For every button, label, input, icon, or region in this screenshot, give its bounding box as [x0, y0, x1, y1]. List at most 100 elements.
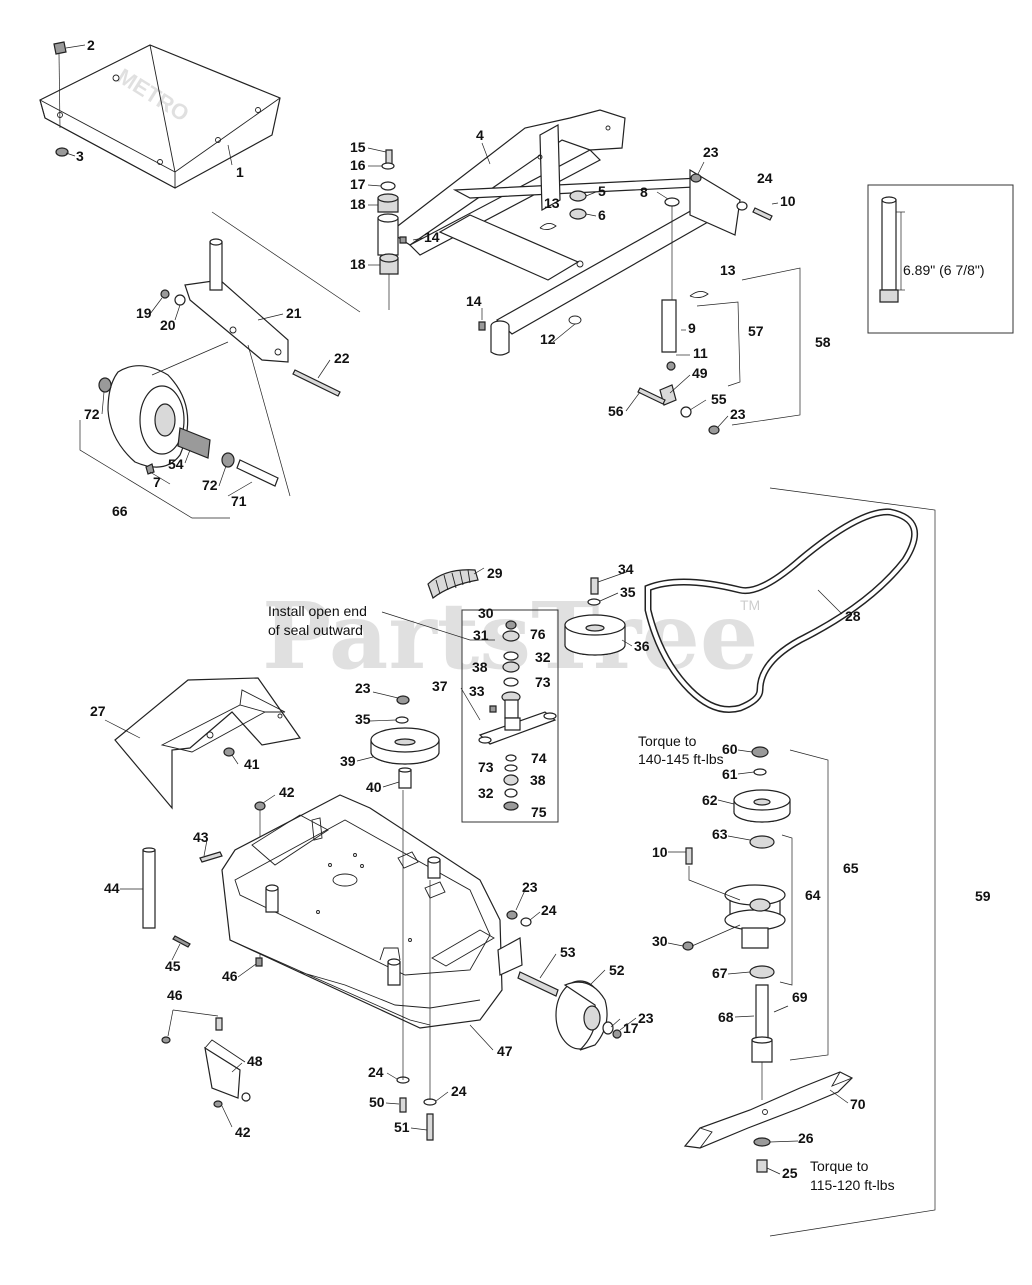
label-part-56: 56	[608, 403, 624, 419]
bushing-6	[569, 208, 587, 220]
clip-12	[568, 315, 582, 325]
label-part-24c: 24	[368, 1064, 384, 1080]
label-part-7: 7	[153, 474, 161, 490]
label-part-20: 20	[160, 317, 176, 333]
label-part-17a: 17	[350, 176, 366, 192]
label-part-35a: 35	[620, 584, 636, 600]
label-part-28: 28	[845, 608, 861, 624]
wheel-spacer-right	[221, 452, 235, 468]
bushing-5	[569, 190, 587, 202]
mower-blade	[683, 1071, 854, 1149]
bearing-38b	[503, 774, 519, 786]
washer-17	[380, 181, 396, 191]
caster-washer	[174, 294, 186, 306]
nut-42-top	[254, 801, 266, 811]
label-part-54: 54	[168, 456, 184, 472]
spacer-40	[398, 769, 412, 789]
label-part-16: 16	[350, 157, 366, 173]
label-part-60: 60	[722, 741, 738, 757]
label-part-6: 6	[598, 207, 606, 223]
washer-26	[753, 1137, 771, 1147]
bolt-46-bracket	[215, 1017, 223, 1031]
label-part-52: 52	[609, 962, 625, 978]
label-part-61: 61	[722, 766, 738, 782]
label-part-38b: 38	[530, 772, 546, 788]
nut-42-bracket	[213, 1100, 223, 1108]
hood-clip	[53, 41, 67, 55]
torque-bottom-line-2: 115-120 ft-lbs	[810, 1177, 895, 1193]
nut-23-pulley	[396, 695, 410, 705]
label-part-55: 55	[711, 391, 727, 407]
label-part-73b: 73	[478, 759, 494, 775]
washer-35-idler	[587, 598, 601, 606]
deck-wheel-axle	[517, 971, 559, 997]
washer-74	[505, 754, 517, 762]
label-part-72b: 72	[202, 477, 218, 493]
label-part-34: 34	[618, 561, 634, 577]
label-part-24d: 24	[451, 1083, 467, 1099]
height-rod	[661, 299, 677, 353]
seal-31	[502, 630, 520, 642]
label-part-57: 57	[748, 323, 764, 339]
nut-23-top	[690, 173, 702, 183]
pin-33	[489, 705, 497, 713]
inset-height-detail: 6.89" (6 7/8")	[867, 184, 1014, 334]
discharge-deflector	[114, 677, 302, 810]
deck-rod-44	[142, 849, 156, 929]
label-part-58: 58	[815, 334, 831, 350]
deck-wheel	[555, 980, 608, 1051]
label-part-41: 41	[244, 756, 260, 772]
drive-belt	[644, 508, 918, 713]
label-part-23a: 23	[703, 144, 719, 160]
pivot-tube	[377, 217, 399, 256]
caster-bolt	[292, 369, 341, 397]
label-part-46b: 46	[167, 987, 183, 1003]
ring-73b	[504, 764, 518, 772]
seal-note: Install open end of seal outward	[268, 603, 367, 638]
label-part-49: 49	[692, 365, 708, 381]
deck-lift-frame	[388, 109, 741, 356]
label-part-24b: 24	[541, 902, 557, 918]
bolt-10-spindle	[685, 847, 693, 865]
leader-lines	[65, 44, 849, 1175]
label-part-19: 19	[136, 305, 152, 321]
bolt-34	[590, 577, 599, 595]
bolt-56	[637, 387, 666, 405]
label-part-47: 47	[497, 1043, 513, 1059]
dimension-text: 6.89" (6 7/8")	[903, 262, 985, 278]
label-part-45: 45	[165, 958, 181, 974]
label-part-75: 75	[531, 804, 547, 820]
seal-note-line-1: Install open end	[268, 603, 367, 619]
nut-23-deck	[506, 910, 518, 920]
label-part-76: 76	[530, 626, 546, 642]
seal-75	[503, 801, 519, 811]
grease-zerk	[145, 463, 155, 475]
label-part-13b: 13	[720, 262, 736, 278]
label-part-40: 40	[366, 779, 382, 795]
label-part-11: 11	[693, 345, 708, 361]
label-part-25: 25	[782, 1165, 798, 1181]
label-part-48: 48	[247, 1053, 263, 1069]
label-part-10a: 10	[780, 193, 796, 209]
hood-cover: METRO	[39, 44, 281, 189]
pin-14b	[478, 321, 486, 331]
pin-14a	[399, 236, 407, 244]
caster-arm	[184, 238, 289, 363]
watermark-tm: TM	[740, 597, 760, 613]
label-part-39: 39	[340, 753, 356, 769]
ring-32b	[504, 788, 518, 798]
nut-23-lift	[708, 425, 720, 435]
wheel-bearing	[177, 427, 211, 459]
label-part-43: 43	[193, 829, 209, 845]
label-part-68: 68	[718, 1009, 734, 1025]
wheel-axle	[236, 459, 279, 487]
bracket-57	[696, 301, 741, 387]
label-part-32a: 32	[535, 649, 551, 665]
bolt-50	[399, 1097, 407, 1113]
label-part-2: 2	[87, 37, 95, 53]
nut-60	[751, 746, 769, 758]
label-part-63: 63	[712, 826, 728, 842]
label-part-50: 50	[369, 1094, 385, 1110]
label-part-66: 66	[112, 503, 128, 519]
